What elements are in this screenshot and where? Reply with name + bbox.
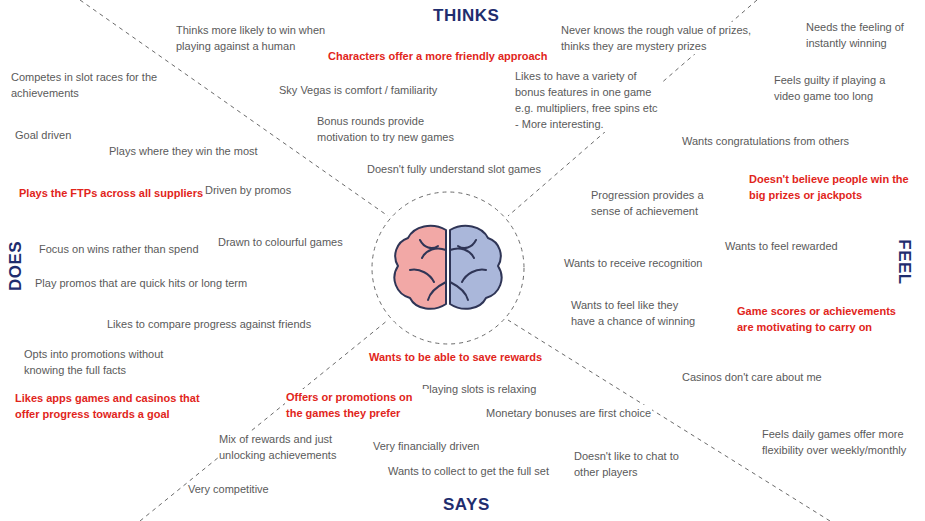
note-text: Progression provides a sense of achievem… (590, 187, 716, 219)
brain-icon (394, 226, 501, 309)
note-text: Wants congratulations from others (681, 133, 850, 149)
quadrant-heading: DOES (6, 240, 26, 292)
note-text: Mix of rewards and just unlocking achiev… (218, 431, 348, 463)
note-text: Likes to compare progress against friend… (106, 316, 312, 332)
quadrant-heading: FEEL (894, 238, 914, 285)
note-text: Play promos that are quick hits or long … (34, 275, 248, 291)
note-text: Doesn't fully understand slot games (366, 161, 542, 177)
note-text: Focus on wins rather than spend (38, 241, 200, 257)
note-text: Offers or promotions on the games they p… (285, 389, 429, 421)
note-text: Plays the FTPs across all suppliers (18, 185, 204, 201)
note-text: Driven by promos (204, 182, 292, 198)
note-text: Wants to feel like they have a chance of… (570, 297, 704, 329)
note-text: Sky Vegas is comfort / familiarity (278, 82, 438, 98)
note-text: Wants to feel rewarded (724, 238, 839, 254)
note-text: Likes apps games and casinos that offer … (14, 390, 220, 422)
note-text: Wants to be able to save rewards (368, 349, 543, 365)
note-text: Doesn't believe people win the big prize… (748, 171, 916, 203)
note-text: Plays where they win the most (108, 143, 259, 159)
note-text: Feels daily games offer more flexibility… (761, 426, 919, 458)
note-text: Competes in slot races for the achieveme… (10, 69, 160, 101)
quadrant-heading: SAYS (442, 495, 491, 515)
note-text: Wants to collect to get the full set (387, 463, 550, 479)
note-text: Never knows the rough value of prizes, t… (560, 22, 770, 54)
quadrant-heading: THINKS (432, 6, 500, 26)
note-text: Wants to receive recognition (563, 255, 703, 271)
note-text: Needs the feeling of instantly winning (805, 19, 919, 51)
note-text: Thinks more likely to win when playing a… (175, 22, 349, 54)
note-text: Playing slots is relaxing (421, 381, 537, 397)
divider-line (80, 0, 388, 216)
note-text: Opts into promotions without knowing the… (23, 346, 177, 378)
note-text: Bonus rounds provide motivation to try n… (316, 113, 466, 145)
note-text: Goal driven (14, 127, 72, 143)
note-text: Casinos don't care about me (681, 369, 823, 385)
note-text: Game scores or achievements are motivati… (736, 303, 914, 335)
note-text: Likes to have a variety of bonus feature… (514, 68, 662, 132)
note-text: Very financially driven (372, 438, 480, 454)
note-text: Characters offer a more friendly approac… (327, 48, 548, 64)
note-text: Very competitive (187, 481, 270, 497)
note-text: Monetary bonuses are first choice (485, 405, 652, 421)
note-text: Feels guilty if playing a video game too… (773, 72, 913, 104)
note-text: Doesn't like to chat to other players (573, 448, 687, 480)
center-circle (372, 192, 524, 344)
note-text: Drawn to colourful games (217, 234, 344, 250)
